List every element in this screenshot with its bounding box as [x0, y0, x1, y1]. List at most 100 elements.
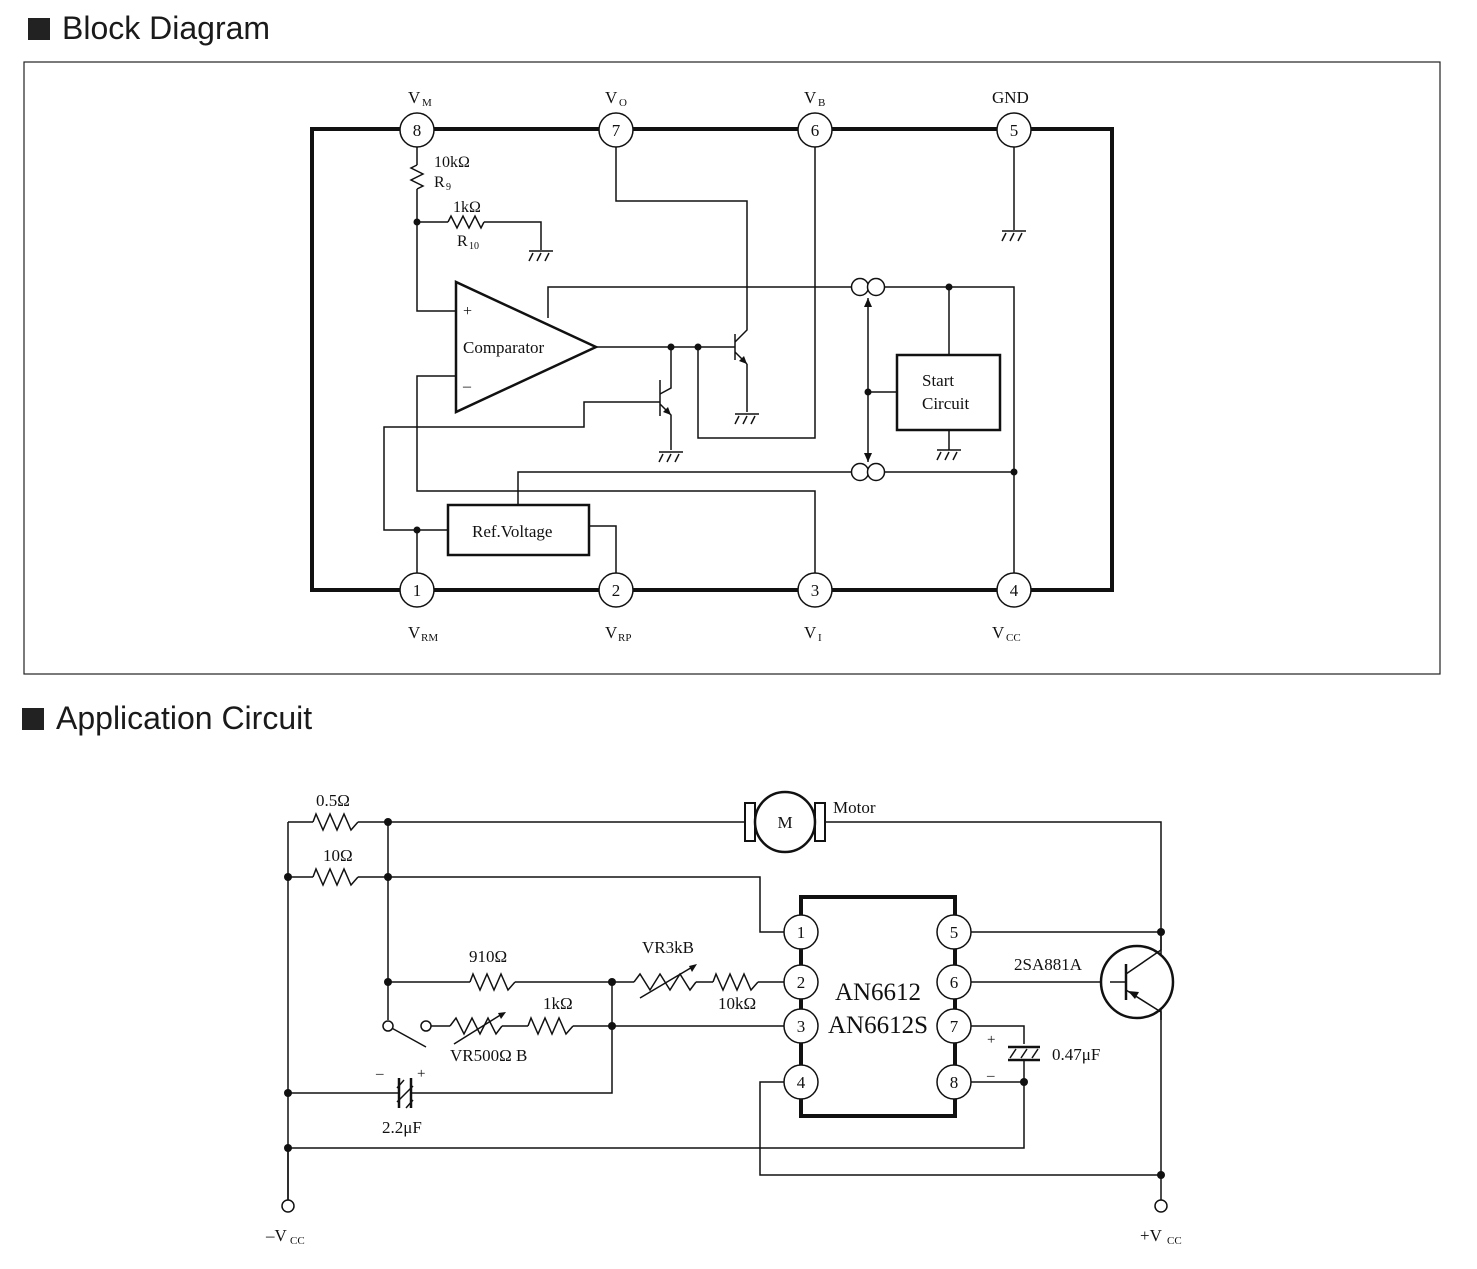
svg-text:9: 9	[446, 182, 451, 193]
start-circuit-line1: Start	[922, 371, 954, 390]
resistor-910-label: 910Ω	[469, 947, 507, 966]
ic-pin-1: 1	[783, 914, 819, 950]
pin-2: 2	[598, 572, 634, 608]
svg-text:3: 3	[811, 581, 820, 600]
ground-icon	[734, 413, 759, 425]
svg-text:3: 3	[797, 1017, 806, 1036]
capacitor-22-minus: –	[375, 1066, 384, 1082]
svg-text:–V: –V	[265, 1226, 288, 1245]
resistor-10k-label: 10kΩ	[718, 994, 756, 1013]
pin-label-vrp: V RP	[605, 623, 631, 644]
svg-text:+V: +V	[1140, 1226, 1163, 1245]
ic-pin-3: 3	[783, 1008, 819, 1044]
ic-pin-2: 2	[783, 964, 819, 1000]
ic-package-outline	[310, 127, 1114, 592]
r9-value-label: 10kΩ	[434, 154, 470, 171]
capacitor-047-minus: –	[986, 1068, 995, 1084]
ic-name-line1: AN6612	[835, 979, 921, 1006]
svg-text:CC: CC	[1167, 1235, 1182, 1247]
motor-icon: M	[744, 790, 826, 854]
comparator-plus-label: +	[463, 303, 472, 320]
current-source-upper-icon	[850, 277, 886, 297]
resistor-10-label: 10Ω	[323, 846, 353, 865]
pin-3: 3	[797, 572, 833, 608]
capacitor-047-label: 0.47μF	[1052, 1045, 1100, 1064]
svg-text:7: 7	[612, 121, 621, 140]
start-circuit-line2: Circuit	[922, 394, 969, 413]
block-internal-wiring	[383, 147, 1015, 573]
svg-text:RP: RP	[618, 632, 631, 644]
ic-name-line2: AN6612S	[828, 1012, 928, 1039]
pin-7: 7	[598, 112, 634, 148]
resistor-1k-label: 1kΩ	[543, 994, 573, 1013]
svg-text:2: 2	[797, 973, 806, 992]
pin-label-vm: V M	[408, 88, 432, 109]
ic-pin-7: 7	[936, 1008, 972, 1044]
comparator-minus-label: –	[462, 378, 472, 395]
application-circuit-title: Application Circuit	[56, 700, 313, 736]
svg-text:V: V	[992, 623, 1005, 642]
pin-label-vb: V B	[804, 88, 825, 109]
pin-label-gnd: GND	[992, 88, 1029, 107]
ref-voltage-label: Ref.Voltage	[472, 522, 552, 541]
svg-text:6: 6	[811, 121, 820, 140]
application-circuit-heading: Application Circuit	[22, 700, 312, 737]
svg-text:1: 1	[413, 581, 422, 600]
capacitor-22-label: 2.2μF	[382, 1118, 422, 1137]
svg-text:7: 7	[950, 1017, 959, 1036]
minus-vcc-label: –V CC	[265, 1226, 305, 1247]
svg-text:10: 10	[469, 241, 479, 252]
motor-label: Motor	[833, 798, 876, 817]
svg-text:I: I	[818, 632, 822, 644]
block-diagram-title: Block Diagram	[62, 10, 271, 46]
ground-icon	[528, 250, 553, 262]
r9-name-label: R 9	[434, 174, 451, 193]
svg-text:2: 2	[612, 581, 621, 600]
comparator-label: Comparator	[463, 338, 545, 357]
plus-vcc-terminal	[1154, 1199, 1168, 1213]
svg-text:4: 4	[797, 1073, 806, 1092]
start-circuit-block	[895, 353, 1002, 432]
svg-text:M: M	[777, 813, 792, 832]
pin-label-vi: V I	[804, 623, 822, 644]
transistor-label: 2SA881A	[1014, 955, 1083, 974]
plus-vcc-label: +V CC	[1140, 1226, 1182, 1247]
capacitor-047-plus: +	[987, 1032, 995, 1048]
app-junction-dots	[284, 818, 1165, 1179]
capacitor-22-plus: +	[417, 1066, 425, 1082]
svg-text:V: V	[408, 88, 421, 107]
svg-text:CC: CC	[1006, 632, 1021, 644]
pin-label-vo: V O	[605, 88, 627, 109]
svg-text:R: R	[434, 174, 445, 191]
heading-square-icon	[22, 707, 44, 730]
ic-an6612-body	[799, 895, 957, 1118]
svg-text:RM: RM	[421, 632, 438, 644]
svg-text:6: 6	[950, 973, 959, 992]
r10-name-label: R 10	[457, 233, 479, 252]
svg-text:V: V	[804, 88, 817, 107]
vr500-label: VR500Ω B	[450, 1046, 527, 1065]
pin-label-vrm: V RM	[408, 623, 438, 644]
svg-text:1: 1	[797, 923, 806, 942]
pin-8: 8	[399, 112, 435, 148]
block-diagram-heading: Block Diagram	[28, 10, 270, 47]
block-diagram-frame	[23, 61, 1441, 675]
ic-pin-5: 5	[936, 914, 972, 950]
app-circuit-wiring	[287, 812, 1162, 1205]
svg-text:M: M	[422, 97, 432, 109]
pin-label-vcc: V CC	[992, 623, 1021, 644]
svg-text:8: 8	[950, 1073, 959, 1092]
svg-text:O: O	[619, 97, 627, 109]
ground-icon	[658, 451, 683, 463]
r10-value-label: 1kΩ	[453, 199, 481, 216]
svg-text:CC: CC	[290, 1235, 305, 1247]
svg-text:V: V	[605, 88, 618, 107]
svg-text:R: R	[457, 233, 468, 250]
comparator-block	[454, 280, 599, 414]
ic-pin-4: 4	[783, 1064, 819, 1100]
pin-5: 5	[996, 112, 1032, 148]
svg-text:4: 4	[1010, 581, 1019, 600]
ic-pin-8: 8	[936, 1064, 972, 1100]
pin-4: 4	[996, 572, 1032, 608]
